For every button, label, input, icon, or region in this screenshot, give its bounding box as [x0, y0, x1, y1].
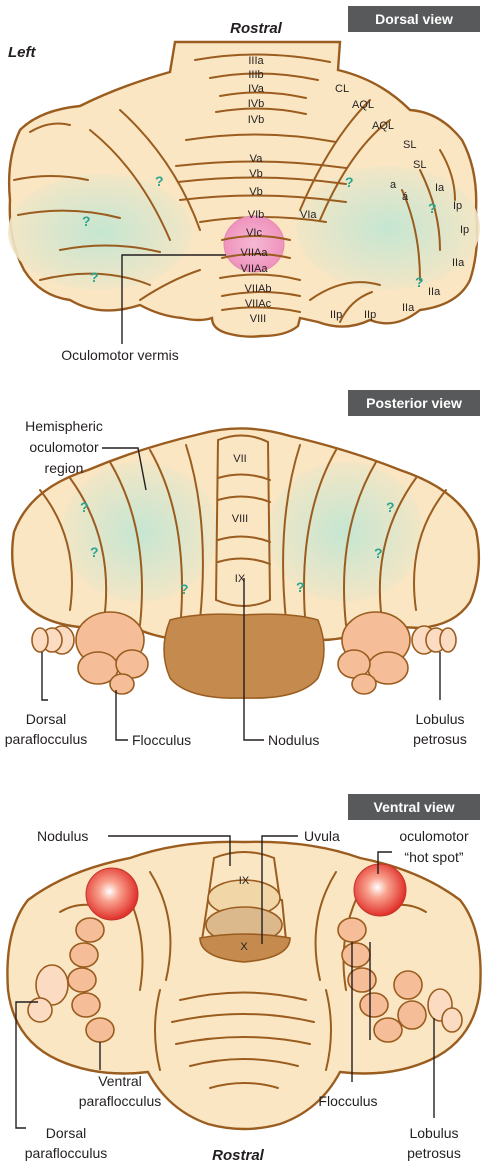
posterior-dorsal-parafloc-line1: Dorsal	[26, 711, 66, 727]
left-hotspot	[86, 868, 138, 920]
right-hotspot	[354, 864, 406, 916]
label-AQL-1: AQL	[352, 99, 374, 111]
qmark-post-1: ?	[80, 499, 89, 515]
lobule-Va: Va	[250, 153, 264, 165]
lobule-VIIAc: VIIAc	[245, 298, 272, 310]
hotspot-label-line2: “hot spot”	[404, 849, 463, 865]
posterior-left-green	[62, 462, 218, 602]
hotspot-label-line1: oculomotor	[399, 828, 469, 844]
rostral-bottom-label: Rostral	[212, 1147, 265, 1164]
ventral-lobule-X: X	[240, 941, 248, 953]
label-Ip-1: Ip	[453, 200, 462, 212]
ventral-view-header: Ventral view	[374, 799, 455, 815]
posterior-lobulus-line1: Lobulus	[415, 711, 464, 727]
qmark-post-2: ?	[90, 544, 99, 560]
posterior-lobule-VII: VII	[233, 453, 246, 465]
label-a-prime: á	[402, 191, 409, 203]
hemispheric-label-line2: oculomotor	[29, 439, 99, 455]
lobule-IVb-2: IVb	[248, 114, 265, 126]
lobule-VIb: VIb	[248, 209, 265, 221]
lobule-IIIb: IIIb	[248, 69, 263, 81]
lobule-IVb-1: IVb	[248, 98, 265, 110]
right-green-region	[296, 166, 480, 290]
posterior-lobulus-line2: petrosus	[413, 731, 467, 747]
lobule-Vb-2: Vb	[249, 186, 262, 198]
lobule-VIIAb: VIIAb	[245, 283, 272, 295]
dorsal-view-header: Dorsal view	[375, 11, 453, 27]
hemispheric-label-line1: Hemispheric	[25, 418, 103, 434]
qmark-post-6: ?	[296, 579, 305, 595]
lobule-VIc: VIc	[246, 227, 262, 239]
label-IIa-3: IIa	[402, 302, 415, 314]
label-SL-2: SL	[413, 159, 426, 171]
ventral-lobulus-line1: Lobulus	[409, 1125, 458, 1141]
ventral-dorsal-parafloc-line1: Dorsal	[46, 1125, 86, 1141]
qmark-dorsal-1: ?	[155, 173, 164, 189]
ventral-dorsal-parafloc-line2: paraflocculus	[25, 1145, 108, 1161]
ventral-flocculus-label: Flocculus	[318, 1093, 377, 1109]
qmark-post-4: ?	[386, 499, 395, 515]
oculomotor-vermis-label: Oculomotor vermis	[61, 347, 178, 363]
label-Ip-2: Ip	[460, 224, 469, 236]
lobule-Vb-1: Vb	[249, 168, 262, 180]
qmark-dorsal-6: ?	[415, 274, 424, 290]
posterior-left-flocculus-cluster	[32, 612, 148, 694]
label-VIa: VIa	[300, 209, 317, 221]
label-CL: CL	[335, 83, 349, 95]
ventral-parafloc-line2: paraflocculus	[79, 1093, 162, 1109]
ventral-parafloc-line1: Ventral	[98, 1073, 142, 1089]
posterior-view-panel: Posterior view	[5, 390, 480, 748]
ventral-uvula-label: Uvula	[304, 828, 340, 844]
posterior-lobule-VIII: VIII	[232, 513, 249, 525]
lobule-IIIa: IIIa	[248, 55, 264, 67]
ventral-lobulus-line2: petrosus	[407, 1145, 461, 1161]
ventral-view-panel: Ventral view	[7, 794, 480, 1164]
ventral-lobule-IX: IX	[239, 875, 250, 887]
label-IIp-1: IIp	[330, 309, 342, 321]
left-green-region	[8, 174, 192, 290]
qmark-dorsal-2: ?	[82, 213, 91, 229]
lobule-IVa: IVa	[248, 83, 265, 95]
qmark-post-3: ?	[180, 581, 189, 597]
lobule-VIIAa-1: VIIAa	[241, 247, 269, 259]
qmark-dorsal-4: ?	[345, 174, 354, 190]
label-a: a	[390, 179, 397, 191]
posterior-view-header: Posterior view	[366, 395, 462, 411]
label-IIa-2: IIa	[428, 286, 441, 298]
posterior-flocculus-label: Flocculus	[132, 732, 191, 748]
lobule-VIIAa-2: VIIAa	[241, 263, 269, 275]
hemispheric-label-line3: region	[45, 460, 84, 476]
posterior-nodulus-label: Nodulus	[268, 732, 319, 748]
left-side-label: Left	[8, 44, 37, 61]
label-AQL-2: AQL	[372, 120, 394, 132]
qmark-post-5: ?	[374, 545, 383, 561]
label-IIa-1: IIa	[452, 257, 465, 269]
qmark-dorsal-5: ?	[428, 200, 437, 216]
label-IIp-2: IIp	[364, 309, 376, 321]
rostral-top-label: Rostral	[230, 20, 283, 37]
dorsal-view-panel: Dorsal view Rostral Left	[8, 6, 480, 363]
ventral-nodulus-label: Nodulus	[37, 828, 88, 844]
lobule-VIII: VIII	[250, 313, 267, 325]
qmark-dorsal-3: ?	[90, 269, 99, 285]
posterior-dorsal-parafloc-line2: paraflocculus	[5, 731, 88, 747]
label-SL-1: SL	[403, 139, 416, 151]
label-Ia: Ia	[435, 182, 445, 194]
